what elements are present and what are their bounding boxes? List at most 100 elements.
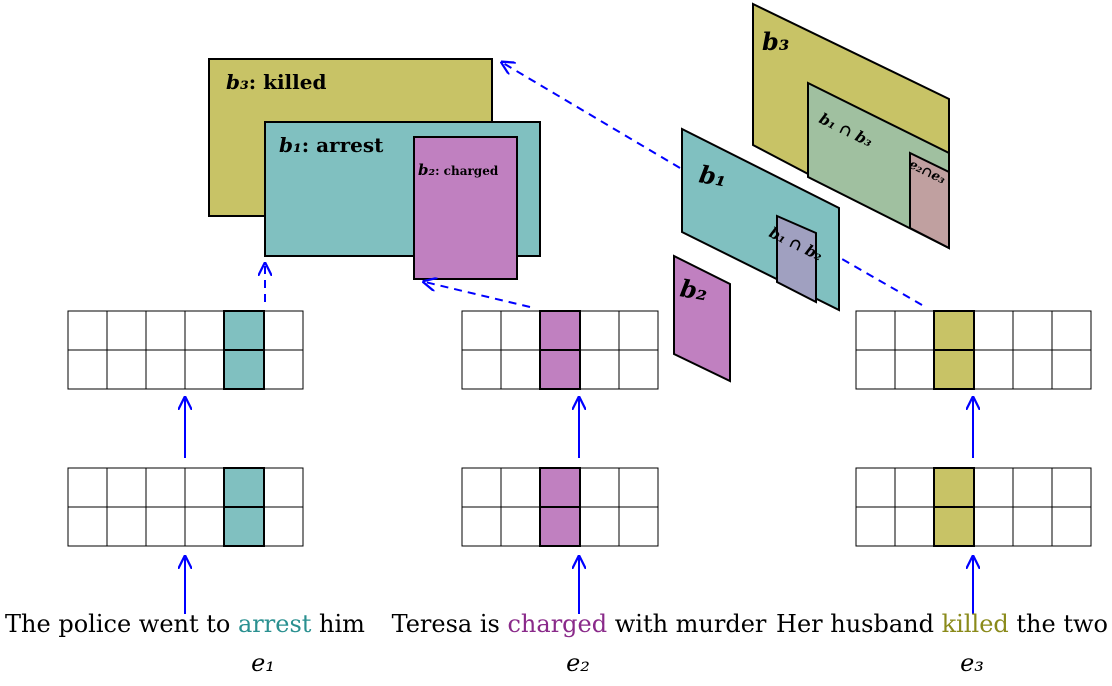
grid-cell <box>1012 467 1053 508</box>
box-b3-label: b₃: killed <box>226 70 326 94</box>
grid-cell <box>855 349 896 390</box>
grid-cell <box>106 467 147 508</box>
sentence-1: The police went to arrest him <box>5 610 365 638</box>
trigger-word-arrest: arrest <box>238 610 312 638</box>
grid-cell <box>500 310 541 351</box>
grid-cell <box>973 310 1014 351</box>
grid-cell <box>106 506 147 547</box>
grid-cell <box>618 506 659 547</box>
grid-cell <box>67 349 108 390</box>
skewed-box-e2-intersect-e3 <box>909 151 950 250</box>
token-grids <box>67 310 1092 547</box>
grid-cell <box>461 467 502 508</box>
grid-cell <box>894 506 935 547</box>
dashed-mapping-arrows <box>265 63 923 308</box>
sentence-2: Teresa is charged with murder <box>392 610 767 638</box>
grid-highlight-cell <box>933 506 975 547</box>
grid-cell <box>1051 310 1092 351</box>
grid-cell <box>500 349 541 390</box>
grid-cell <box>579 310 620 351</box>
grid-cell <box>263 506 304 547</box>
grid-cell <box>263 467 304 508</box>
event-label-e3: e₃ <box>960 649 984 677</box>
dashed-link-e3-to-skewed-b1 <box>841 258 923 306</box>
grid-cell <box>1012 506 1053 547</box>
grid-cell <box>145 310 186 351</box>
grid-e2-upper <box>461 310 659 390</box>
grid-cell <box>145 349 186 390</box>
grid-cell <box>67 467 108 508</box>
grid-cell <box>618 349 659 390</box>
grid-cell <box>500 506 541 547</box>
skewed-box-b2 <box>673 254 731 383</box>
grid-highlight-cell <box>933 349 975 390</box>
grid-e1-lower <box>67 467 304 547</box>
grid-cell <box>855 467 896 508</box>
grid-cell <box>184 310 225 351</box>
left-box-cluster: b₃: killed b₁: arrest b₂: charged <box>208 58 541 280</box>
grid-highlight-cell <box>539 506 581 547</box>
skewed-box-b3-label: b₃ <box>762 27 789 56</box>
grid-cell <box>855 506 896 547</box>
grid-cell <box>973 506 1014 547</box>
grid-cell <box>894 349 935 390</box>
trigger-word-charged: charged <box>507 610 607 638</box>
grid-highlight-cell <box>223 467 265 508</box>
grid-e3-upper <box>855 310 1092 390</box>
skewed-box-b1-intersect-b2 <box>776 214 817 304</box>
grid-cell <box>461 506 502 547</box>
dashed-arrow-e2-to-b2 <box>425 282 531 308</box>
grid-cell <box>67 506 108 547</box>
grid-cell <box>1051 506 1092 547</box>
box-b2-charged <box>413 136 518 280</box>
grid-highlight-cell <box>539 310 581 351</box>
grid-cell <box>973 467 1014 508</box>
grid-highlight-cell <box>539 349 581 390</box>
grid-highlight-cell <box>933 467 975 508</box>
grid-cell <box>894 310 935 351</box>
sentences: The police went to arrest him Teresa is … <box>5 610 1108 677</box>
grid-cell <box>1012 349 1053 390</box>
grid-cell <box>184 349 225 390</box>
grid-cell <box>263 310 304 351</box>
grid-cell <box>106 310 147 351</box>
grid-e2-lower <box>461 467 659 547</box>
grid-cell <box>1051 349 1092 390</box>
grid-e3-lower <box>855 467 1092 547</box>
grid-cell <box>618 310 659 351</box>
grid-cell <box>106 349 147 390</box>
box-b2-label: b₂: charged <box>418 161 499 179</box>
skewed-box-b1-label: b₁ <box>697 159 729 192</box>
trigger-word-killed: killed <box>942 610 1009 638</box>
grid-highlight-cell <box>223 349 265 390</box>
grid-cell <box>579 349 620 390</box>
grid-highlight-cell <box>223 310 265 351</box>
grid-e1-upper <box>67 310 304 390</box>
right-box-cluster: b₃ b₁ ∩ b₃ e₂∩e₃ b₁ b₁ ∩ b₂ b₂ <box>673 2 950 383</box>
grid-cell <box>618 467 659 508</box>
dashed-arrow-skewed-b1-to-b3 <box>503 63 681 169</box>
grid-cell <box>579 467 620 508</box>
grid-cell <box>145 506 186 547</box>
grid-highlight-cell <box>539 467 581 508</box>
grid-cell <box>1012 310 1053 351</box>
grid-cell <box>973 349 1014 390</box>
skewed-box-b2-label: b₂ <box>678 273 710 306</box>
event-label-e1: e₁ <box>251 649 275 677</box>
grid-cell <box>263 349 304 390</box>
grid-highlight-cell <box>223 506 265 547</box>
grid-cell <box>184 506 225 547</box>
grid-cell <box>461 310 502 351</box>
event-label-e2: e₂ <box>566 649 590 677</box>
sentence-3: Her husband killed the two <box>776 610 1108 638</box>
grid-cell <box>1051 467 1092 508</box>
grid-cell <box>855 310 896 351</box>
grid-cell <box>894 467 935 508</box>
grid-cell <box>461 349 502 390</box>
box-b1-label: b₁: arrest <box>279 133 384 157</box>
grid-highlight-cell <box>933 310 975 351</box>
grid-cell <box>184 467 225 508</box>
grid-cell <box>500 467 541 508</box>
solid-up-arrows <box>185 399 973 614</box>
